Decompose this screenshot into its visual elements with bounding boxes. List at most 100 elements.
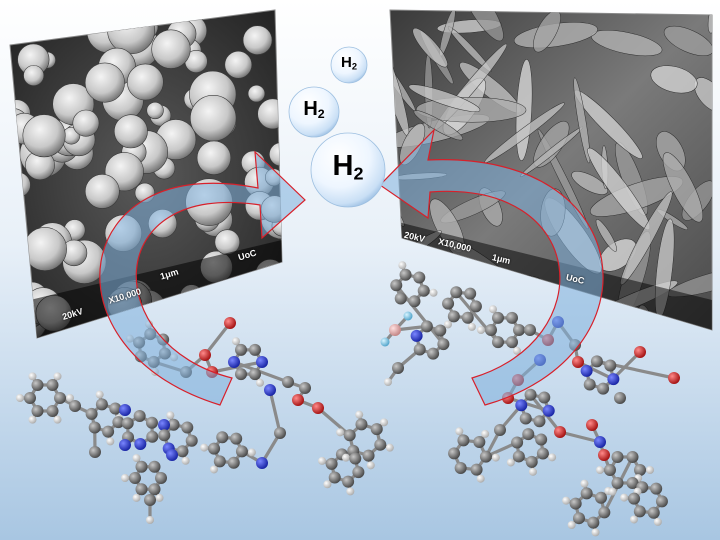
carbon-atom — [343, 429, 356, 442]
hydrogen-atom — [528, 467, 537, 476]
carbon-atom — [448, 447, 461, 460]
bond — [268, 388, 282, 435]
hydrogen-atom — [247, 448, 256, 457]
hydrogen-atom — [256, 378, 264, 387]
nitrogen-atom — [119, 404, 131, 416]
sem-nanosheet — [650, 65, 698, 94]
carbon-atom — [611, 476, 624, 489]
hydrogen-atom — [455, 427, 464, 436]
sem-nanosheet — [408, 84, 481, 113]
carbon-atom — [604, 464, 616, 476]
carbon-atom — [535, 433, 548, 446]
carbon-atom — [524, 388, 537, 401]
hydrogen-atom — [181, 456, 190, 465]
carbon-atom — [95, 398, 108, 411]
oxygen-atom — [312, 402, 324, 414]
sem-nanosheet — [412, 27, 448, 68]
carbon-atom — [235, 445, 248, 458]
hydrogen-atom — [121, 474, 129, 482]
h2-label-small: H2 — [340, 54, 357, 72]
carbon-atom — [447, 310, 460, 323]
nitrogen-atom — [580, 364, 593, 377]
carbon-atom — [135, 460, 148, 473]
nitrogen-atom — [256, 356, 268, 368]
carbon-atom — [235, 343, 247, 356]
nitrogen-atom — [158, 419, 170, 431]
hydrogen-atom — [596, 466, 604, 474]
carbon-atom — [392, 362, 404, 374]
sem-particle — [224, 50, 253, 79]
carbon-atom — [31, 404, 44, 417]
carbon-atom — [394, 292, 407, 305]
hydrogen-atom — [323, 480, 332, 489]
carbon-atom — [148, 460, 161, 473]
sem-particle — [72, 109, 100, 137]
nitrogen-atom — [119, 439, 131, 451]
carbon-atom — [274, 427, 286, 439]
carbon-atom — [181, 421, 194, 434]
hydrogen-atom — [476, 474, 485, 483]
carbon-atom — [185, 434, 198, 447]
sem-nanosheet — [595, 219, 617, 252]
sem-nanosheet — [571, 171, 608, 195]
carbon-atom — [533, 415, 546, 428]
carbon-atom — [374, 438, 387, 451]
hydrogen-atom — [380, 418, 389, 427]
sem-particle — [247, 84, 266, 103]
oxygen-atom — [668, 372, 680, 384]
carbon-atom — [626, 476, 639, 489]
hydrogen-atom — [620, 493, 629, 502]
carbon-atom — [538, 391, 551, 404]
nitrogen-atom — [594, 436, 606, 448]
carbon-atom — [148, 483, 161, 496]
oxygen-atom — [598, 449, 610, 461]
carbon-atom — [85, 407, 98, 420]
carbon-atom — [413, 343, 426, 356]
sem-particle — [84, 62, 125, 103]
carbon-atom — [506, 336, 518, 349]
carbon-atom — [457, 434, 470, 447]
carbon-atom — [145, 416, 158, 429]
carbon-atom — [355, 418, 368, 431]
carbon-atom — [208, 442, 221, 455]
carbon-atom — [614, 392, 626, 404]
carbon-atom — [572, 512, 585, 525]
hydrogen-atom — [646, 466, 654, 474]
carbon-atom — [461, 311, 474, 324]
carbon-atom — [454, 461, 467, 474]
carbon-atom — [569, 497, 582, 510]
carbon-atom — [109, 402, 122, 415]
oxygen-atom — [554, 426, 566, 438]
boron-atom — [389, 324, 401, 336]
hydrogen-atom — [53, 415, 62, 424]
carbon-atom — [442, 297, 455, 310]
sem-nanosheet — [693, 77, 712, 113]
carbon-atom — [492, 311, 504, 324]
hydrogen-atom — [548, 453, 557, 462]
carbon-atom — [628, 492, 641, 505]
carbon-atom — [328, 471, 341, 484]
carbon-atom — [167, 418, 180, 431]
carbon-atom — [633, 505, 646, 518]
carbon-atom — [158, 429, 171, 442]
carbon-atom — [230, 432, 243, 445]
hydrogen-atom — [477, 326, 485, 334]
h2-bubble-medium — [288, 86, 340, 138]
carbon-atom — [650, 482, 663, 495]
arrow-right-to-h2 — [379, 128, 604, 406]
hydrogen-atom — [562, 496, 571, 505]
hydrogen-atom — [66, 394, 74, 402]
carbon-atom — [46, 404, 59, 417]
carbon-atom — [536, 447, 549, 460]
carbon-atom — [427, 347, 440, 360]
carbon-atom — [580, 487, 593, 500]
carbon-atom — [370, 423, 383, 436]
carbon-atom — [342, 475, 355, 488]
sem-particle — [214, 229, 241, 255]
hydrogen-atom — [53, 372, 62, 381]
carbon-atom — [512, 450, 525, 463]
carbon-atom — [24, 392, 36, 404]
sem-info-bar-right — [398, 222, 712, 330]
carbon-atom — [524, 324, 536, 336]
nitrogen-atom — [515, 399, 528, 412]
